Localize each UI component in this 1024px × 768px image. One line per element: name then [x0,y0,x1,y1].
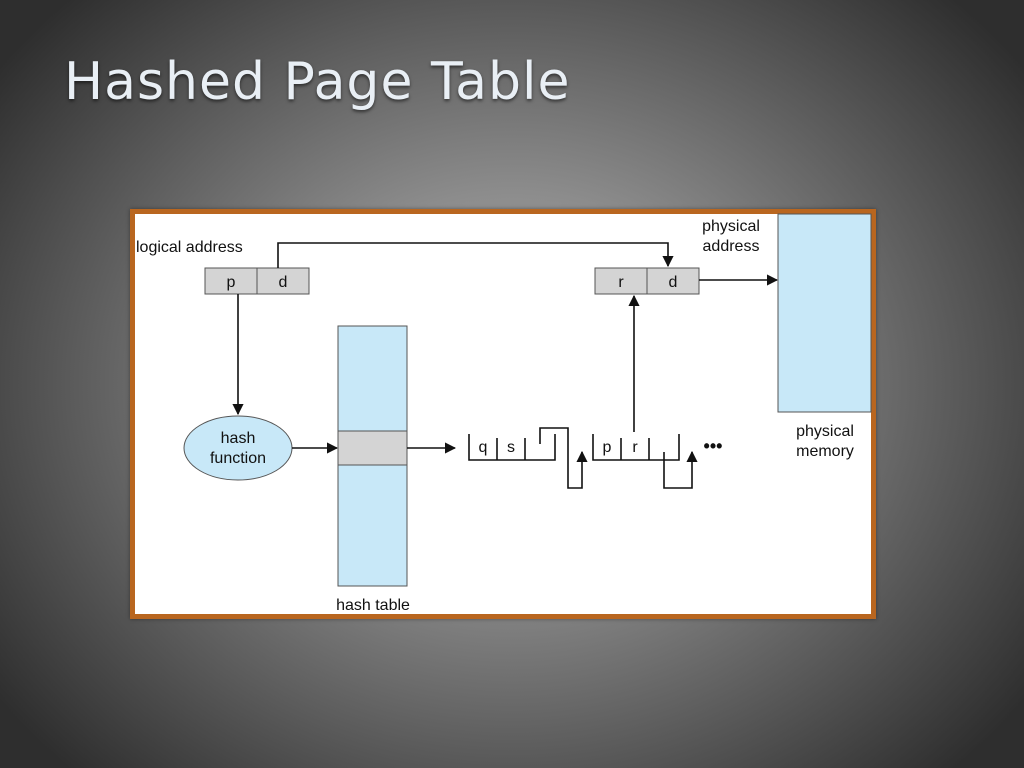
hashed-page-table-diagram: logical address p d hash function hash t… [135,213,872,614]
hash-function-node [183,415,293,481]
physical-address-r-field [594,267,648,295]
offset-arrow [277,242,674,268]
physical-address-label-line2: address [703,238,760,255]
chain-continuation: ••• [704,436,723,456]
chain-node-2: p r [592,434,680,461]
slide-title: Hashed Page Table [64,52,571,112]
physical-address-d-field [646,267,700,295]
chain-link-1 [539,427,588,489]
diagram-frame: logical address p d hash function hash t… [130,209,876,619]
logical-address-d-field [256,267,310,295]
chain-node-1-value: s [507,439,515,456]
hash-table-label: hash table [336,597,410,614]
physical-address-d-text: d [669,274,678,291]
chain-node-2-key: p [603,439,612,456]
hash-function-label-line1: hash [221,430,256,447]
physical-memory-label-line1: physical [796,423,854,440]
chain-link-2 [663,450,698,489]
chain-node-2-value: r [632,439,638,456]
physical-address-register: r d [594,267,700,295]
physical-memory-label-line2: memory [796,443,854,460]
chain-node-1: q s [468,434,556,461]
chain-node-1-key: q [479,439,488,456]
hash-function-label-line2: function [210,450,266,467]
logical-address-label: logical address [136,239,243,256]
logical-address-p-field [204,267,258,295]
logical-address-d-text: d [279,274,288,291]
logical-address-register: p d [204,267,310,295]
physical-address-label-line1: physical [702,218,760,235]
physical-address-r-text: r [618,274,624,291]
logical-address-p-text: p [227,274,236,291]
hash-table-selected-entry [337,430,408,466]
physical-memory [777,213,872,413]
